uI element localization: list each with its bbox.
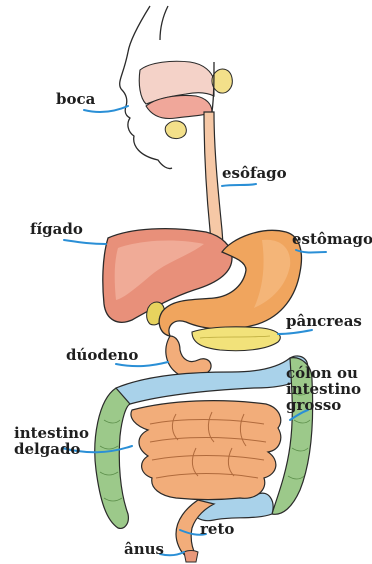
label-estomago: estômago [292, 230, 372, 248]
small-intestine [131, 401, 281, 500]
label-reto: reto [200, 520, 234, 538]
pancreas [192, 327, 280, 351]
label-figado: fígado [30, 220, 83, 238]
label-pancreas: pâncreas [286, 312, 362, 330]
label-boca: boca [56, 90, 96, 108]
anus [184, 551, 198, 563]
label-esofago: esôfago [222, 164, 287, 182]
leader-pancreas [278, 330, 312, 334]
label-anus: ânus [124, 540, 164, 558]
salivary-gland-upper [212, 69, 232, 93]
leader-estomago [296, 250, 326, 253]
leader-figado [64, 240, 106, 244]
label-duodeno: dúodeno [66, 346, 138, 364]
label-colon-line3: grosso [286, 396, 341, 414]
label-intestino-delgado-line2: delgado [14, 440, 80, 458]
salivary-gland-lower [165, 121, 186, 139]
leader-esofago [222, 184, 256, 186]
